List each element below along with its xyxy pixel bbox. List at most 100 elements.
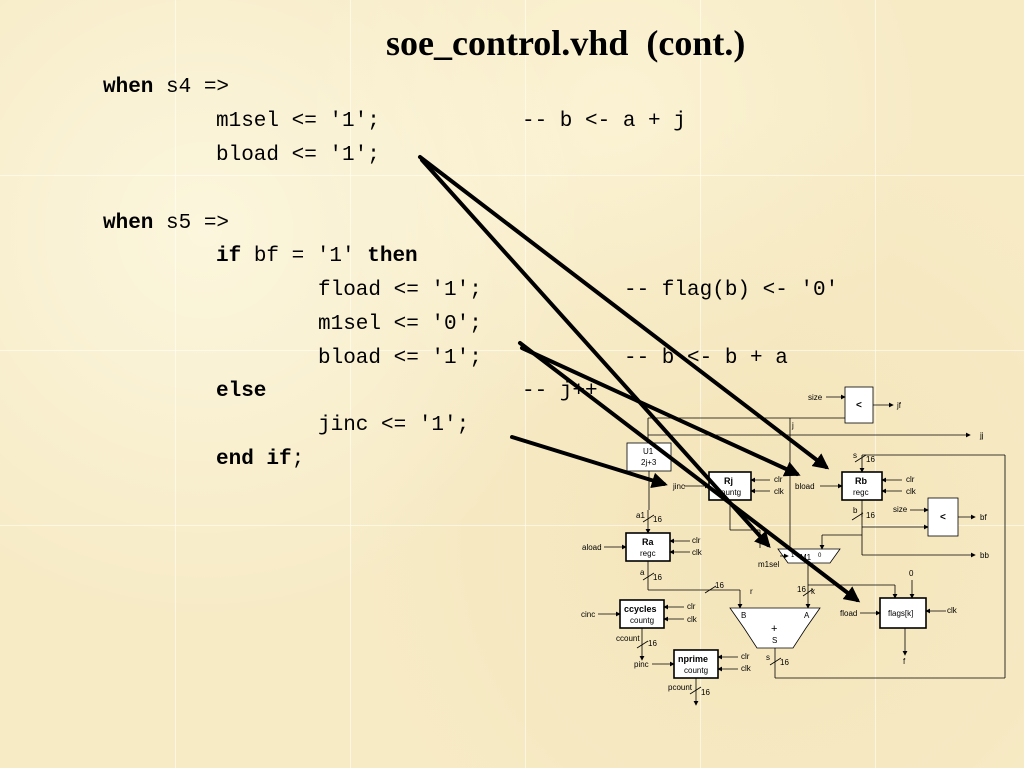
- r-label: r: [750, 587, 753, 596]
- adder-a-input: A: [804, 611, 810, 620]
- clr-label: clr: [774, 475, 783, 484]
- ccount-label: ccount: [616, 634, 640, 643]
- bus-width-label: 16: [715, 581, 724, 590]
- adder-s-output: S: [772, 636, 777, 645]
- nprime-counter: [673, 649, 719, 679]
- jj-label: jj: [979, 431, 984, 440]
- m1-name: M1: [800, 553, 812, 562]
- b-label: b: [853, 506, 858, 515]
- cinc-label: cinc: [581, 610, 595, 619]
- code-line: fload <= '1';: [318, 279, 482, 302]
- pinc-label: pinc: [634, 660, 649, 669]
- j-label: j: [791, 421, 794, 430]
- code-line: jinc <= '1';: [318, 414, 470, 437]
- clk-label: clk: [741, 664, 752, 673]
- slide-title: soe_control.vhd (cont.): [386, 23, 746, 63]
- u1-expr: 2j+3: [641, 458, 657, 467]
- code-line: m1sel <= '1';: [216, 110, 380, 133]
- bus-width-label: 16: [866, 511, 875, 520]
- f-label: f: [903, 657, 906, 666]
- adder-plus-symbol: +: [771, 623, 777, 635]
- code-line: when s4 =>: [103, 76, 230, 99]
- nprime-type: countg: [684, 666, 708, 675]
- zero-label: 0: [909, 569, 914, 578]
- ra-name: Ra: [642, 537, 654, 547]
- ccycles-name: ccycles: [624, 604, 657, 614]
- m1sel-label: m1sel: [758, 560, 780, 569]
- clk-label: clk: [947, 606, 958, 615]
- aload-label: aload: [582, 543, 602, 552]
- bus-width-label: 16: [701, 688, 710, 697]
- bus-width-label: 16: [653, 515, 662, 524]
- texture-seam: [175, 0, 176, 768]
- u1-name: U1: [643, 447, 654, 456]
- s-label: s: [853, 451, 857, 460]
- bf-label: bf: [980, 513, 987, 522]
- texture-seam: [525, 0, 526, 768]
- bload-label: bload: [795, 482, 815, 491]
- ccycles-type: countg: [630, 616, 654, 625]
- code-line: m1sel <= '0';: [318, 313, 482, 336]
- bus-width-label: 16: [866, 455, 875, 464]
- s-label: s: [766, 653, 770, 662]
- clk-label: clk: [906, 487, 917, 496]
- texture-seam: [0, 525, 1024, 526]
- code-line: bload <= '1';: [318, 347, 482, 370]
- jf-label: jf: [896, 401, 902, 410]
- diagram-labels: size < jf j jj U1 2j+3 s 16 Rj countg ji…: [581, 393, 989, 697]
- fload-label: fload: [840, 609, 857, 618]
- texture-seam: [0, 175, 1024, 176]
- pcount-label: pcount: [668, 683, 693, 692]
- a1-label: a1: [636, 511, 645, 520]
- clr-label: clr: [906, 475, 915, 484]
- clr-label: clr: [741, 652, 750, 661]
- texture-seam: [0, 350, 1024, 351]
- rj-type: countg: [717, 488, 741, 497]
- code-line: if bf = '1' then: [216, 245, 418, 268]
- bus-width-label: 16: [653, 573, 662, 582]
- m1-one-input: 1: [791, 553, 795, 559]
- clr-label: clr: [692, 536, 701, 545]
- comparator-top-symbol: <: [856, 400, 862, 411]
- arrow-fload-to-flags: [518, 341, 861, 603]
- code-comment: -- flag(b) <- '0': [624, 279, 839, 302]
- rb-name: Rb: [855, 476, 867, 486]
- ra-type: regc: [640, 549, 656, 558]
- clk-label: clk: [687, 615, 698, 624]
- nprime-name: nprime: [678, 654, 708, 664]
- adder: [729, 607, 821, 649]
- code-line: end if;: [216, 448, 305, 471]
- clk-label: clk: [774, 487, 785, 496]
- code-comment: -- b <- a + j: [522, 110, 686, 133]
- rj-name: Rj: [724, 476, 733, 486]
- arrow-bload-s5-to-rb: [520, 346, 801, 477]
- code-line: bload <= '1';: [216, 144, 380, 167]
- code-line: else: [216, 380, 267, 403]
- bb-label: bb: [980, 551, 989, 560]
- size-label: size: [893, 505, 908, 514]
- m1-zero-input: 0: [818, 553, 822, 559]
- arrow-m1sel-s4-to-mux: [420, 158, 771, 548]
- flags-name: flags[k]: [888, 609, 913, 618]
- arrow-jinc-to-rj: [510, 435, 668, 489]
- bus-width-label: 16: [780, 658, 789, 667]
- texture-seam: [875, 0, 876, 768]
- texture-seam: [350, 0, 351, 768]
- bus-width-label: 16: [797, 585, 806, 594]
- clr-label: clr: [687, 602, 696, 611]
- bus-width-label: 16: [648, 639, 657, 648]
- jinc-label: jinc: [672, 482, 685, 491]
- comparator-mid-symbol: <: [940, 512, 946, 523]
- k-label: k: [811, 587, 816, 596]
- clk-label: clk: [692, 548, 703, 557]
- a-label: a: [640, 568, 645, 577]
- texture-seam: [700, 0, 701, 768]
- arrow-bload-s4-to-rb: [418, 155, 830, 470]
- size-label: size: [808, 393, 823, 402]
- adder-b-input: B: [741, 611, 746, 620]
- code-line: when s5 =>: [103, 212, 230, 235]
- rb-type: regc: [853, 488, 869, 497]
